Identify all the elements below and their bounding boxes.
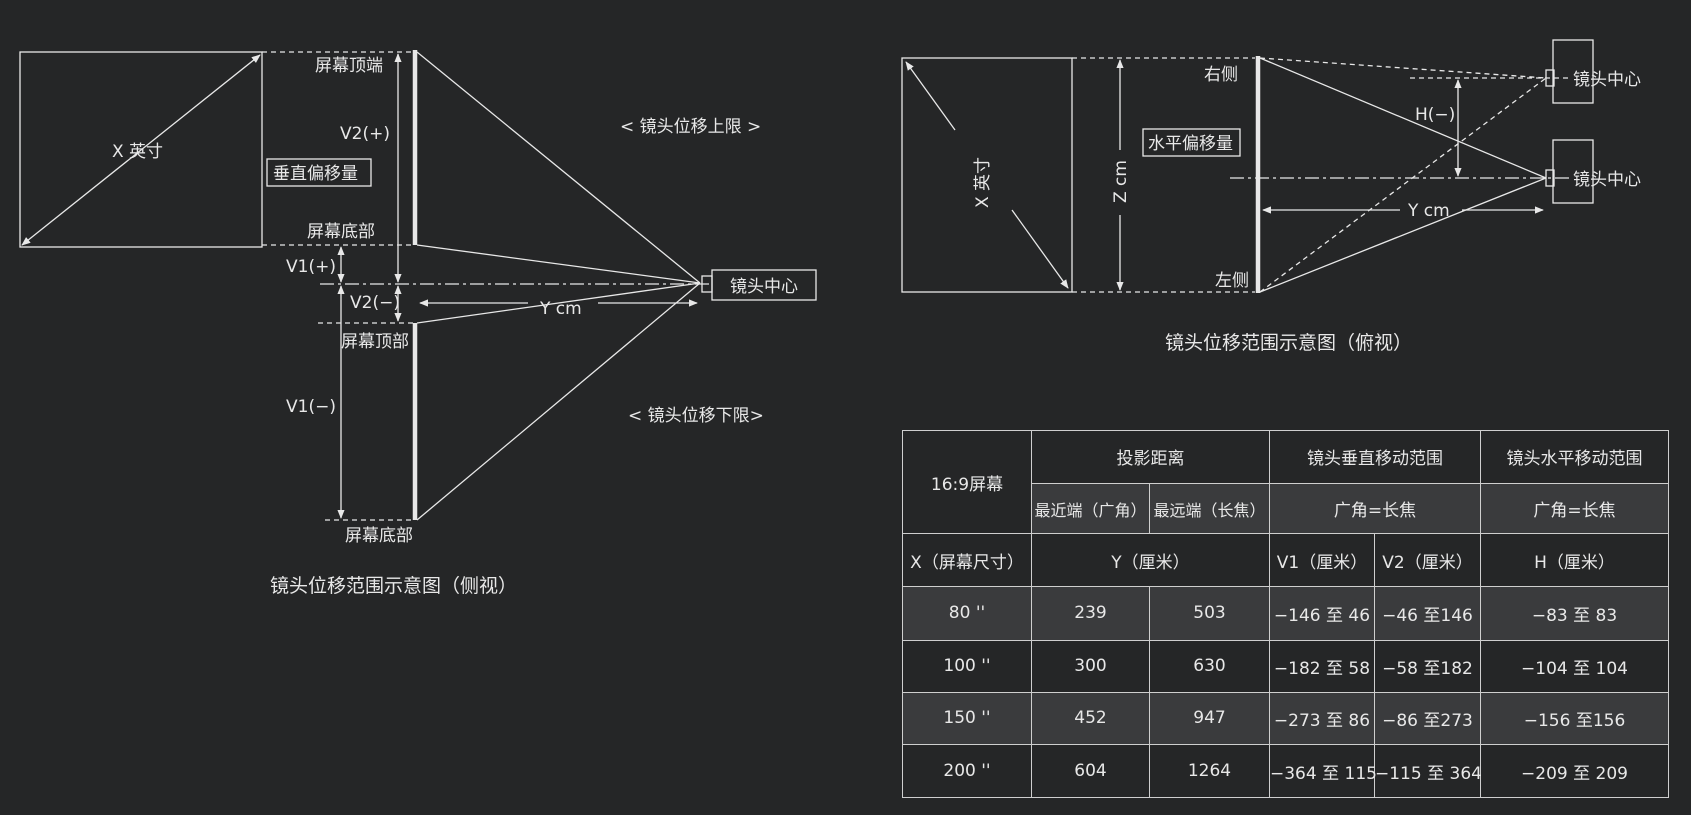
- top-lens2-box: [1552, 139, 1594, 204]
- header-nearest: 最近端（广角）: [1031, 482, 1150, 535]
- cell-v1: −364 至 115: [1269, 744, 1377, 798]
- top-z-label: Z cm: [1111, 160, 1131, 203]
- side-ray-1: [416, 51, 701, 284]
- side-offset-box: [266, 158, 372, 187]
- cell-v1: −146 至 46: [1269, 586, 1375, 641]
- top-caption: 镜头位移范围示意图（俯视）: [1165, 332, 1412, 354]
- table-row: 200 '' 604 1264 −364 至 115 −115 至 364 −2…: [902, 744, 1669, 798]
- cell-v2: −46 至146: [1374, 586, 1481, 641]
- cell-near: 604: [1031, 744, 1150, 798]
- side-screen-top-label: 屏幕顶端: [315, 56, 383, 76]
- top-ray-2b: [1259, 177, 1547, 293]
- side-lower-limit-label: < 镜头位移下限>: [628, 406, 764, 426]
- cell-size: 100 '': [902, 639, 1032, 693]
- header-horizontal-range: 镜头水平移动范围: [1480, 430, 1669, 484]
- top-ray-1a: [1259, 57, 1547, 79]
- cell-far: 503: [1149, 586, 1270, 641]
- side-diagonal: [21, 54, 261, 246]
- side-ray-3: [416, 282, 701, 324]
- cell-near: 452: [1031, 691, 1150, 746]
- side-screen-top2-label: 屏幕顶部: [341, 332, 409, 352]
- side-ray-4: [416, 282, 701, 521]
- header-wide-eq-tele-v: 广角=长焦: [1269, 482, 1481, 535]
- top-x-label: X 英寸: [973, 157, 993, 208]
- header-vertical-range: 镜头垂直移动范围: [1269, 430, 1481, 484]
- top-h-label: H(−): [1415, 105, 1455, 125]
- header-wide-eq-tele-h: 广角=长焦: [1480, 482, 1669, 535]
- cell-far: 630: [1149, 639, 1270, 693]
- cell-h: −156 至156: [1480, 691, 1669, 746]
- cell-near: 239: [1031, 586, 1150, 641]
- side-lens-box: [711, 269, 817, 301]
- top-left-label: 左侧: [1215, 271, 1249, 291]
- top-screen-box: [901, 57, 1073, 293]
- cell-v2: −58 至182: [1374, 639, 1481, 693]
- header-x: X（屏幕尺寸）: [902, 533, 1032, 588]
- top-view: [901, 39, 1594, 293]
- top-offset-label: 水平偏移量: [1148, 134, 1233, 154]
- top-diagonal-1: [905, 61, 956, 131]
- cell-v1: −273 至 86: [1269, 691, 1375, 746]
- side-screen-bottom2-label: 屏幕底部: [345, 526, 413, 546]
- side-v1-minus-label: V1(−): [286, 397, 336, 417]
- header-farthest: 最远端（长焦）: [1149, 482, 1270, 535]
- top-ray-1b: [1259, 77, 1547, 293]
- cell-size: 200 '': [902, 744, 1032, 798]
- cell-near: 300: [1031, 639, 1150, 693]
- side-ray-2: [416, 244, 701, 284]
- cell-size: 150 '': [902, 691, 1032, 746]
- side-x-label: X 英寸: [112, 142, 163, 162]
- header-y: Y（厘米）: [1031, 533, 1270, 588]
- header-v1: V1（厘米）: [1269, 533, 1375, 588]
- cell-far: 947: [1149, 691, 1270, 746]
- side-view: [19, 50, 817, 521]
- side-screen-box: [19, 51, 263, 248]
- table-row: 100 '' 300 630 −182 至 58 −58 至182 −104 至…: [902, 639, 1669, 693]
- side-v2-plus-label: V2(+): [340, 124, 390, 144]
- cell-h: −83 至 83: [1480, 586, 1669, 641]
- top-ray-2a: [1259, 57, 1547, 179]
- cell-v2: −115 至 364: [1374, 744, 1482, 798]
- top-right-label: 右侧: [1204, 65, 1238, 85]
- header-h: H（厘米）: [1480, 533, 1669, 588]
- side-lens-center-label: 镜头中心: [730, 277, 798, 297]
- cell-v2: −86 至273: [1374, 691, 1481, 746]
- cell-size: 80 '': [902, 586, 1032, 641]
- top-offset-box: [1142, 128, 1241, 157]
- side-offset-label: 垂直偏移量: [273, 164, 358, 184]
- table-row: 80 '' 239 503 −146 至 46 −46 至146 −83 至 8…: [902, 586, 1669, 641]
- side-screen-bottom-label: 屏幕底部: [307, 222, 375, 242]
- side-y-label: Y cm: [539, 299, 582, 319]
- header-v2: V2（厘米）: [1374, 533, 1481, 588]
- spec-table: 16:9屏幕 投影距离 镜头垂直移动范围 镜头水平移动范围 最近端（广角） 最远…: [902, 429, 1669, 798]
- top-diagonal-2: [1011, 209, 1069, 289]
- top-lens1-box: [1552, 39, 1594, 104]
- top-lens-center-1: 镜头中心: [1573, 70, 1641, 90]
- top-lens-center-2: 镜头中心: [1573, 170, 1641, 190]
- side-caption: 镜头位移范围示意图（侧视）: [270, 575, 517, 597]
- side-v1-plus-label: V1(+): [286, 257, 336, 277]
- side-upper-limit-label: < 镜头位移上限 >: [620, 117, 761, 137]
- cell-h: −104 至 104: [1480, 639, 1669, 693]
- table-row: 150 '' 452 947 −273 至 86 −86 至273 −156 至…: [902, 691, 1669, 746]
- cell-h: −209 至 209: [1480, 744, 1669, 798]
- header-screen-ratio: 16:9屏幕: [902, 429, 1032, 535]
- side-v2-minus-label: V2(−): [350, 293, 400, 313]
- header-throw-distance: 投影距离: [1031, 430, 1270, 484]
- cell-far: 1264: [1149, 744, 1270, 798]
- cell-v1: −182 至 58: [1269, 639, 1375, 693]
- top-y-label: Y cm: [1407, 201, 1450, 221]
